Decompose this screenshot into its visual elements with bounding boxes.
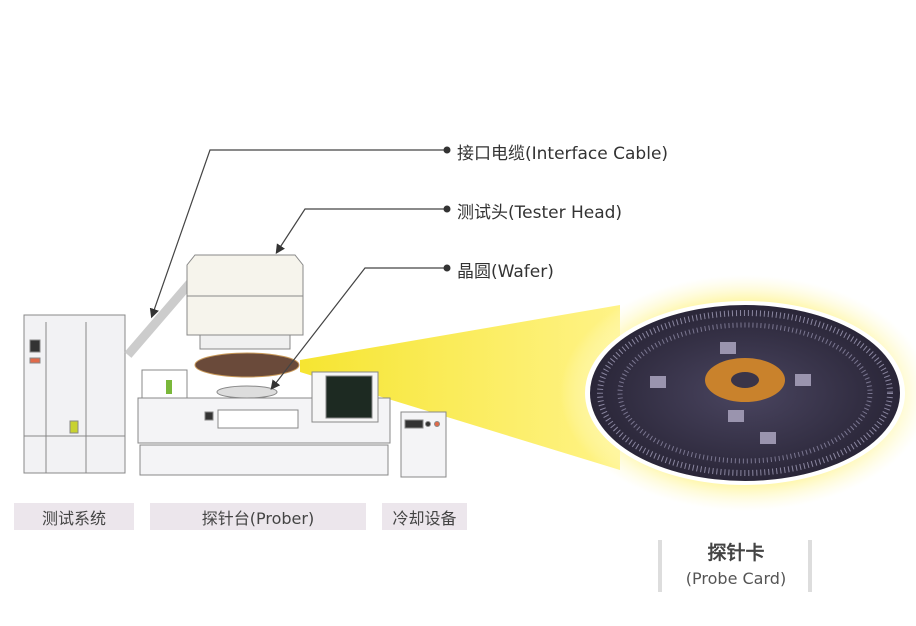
- callout-tester-head: 测试头(Tester Head): [457, 203, 623, 223]
- probe-card-label-bar-right: [808, 540, 812, 592]
- leader-wafer: [270, 267, 447, 390]
- callout-dot: [443, 205, 451, 213]
- probe-card-label-bar-left: [658, 540, 662, 592]
- callout-wafer: 晶圆(Wafer): [457, 262, 554, 282]
- probe-card-subtitle: (Probe Card): [685, 569, 787, 588]
- highlight-beam: [300, 305, 620, 470]
- interface-cable: [124, 280, 194, 358]
- leader-interface-cable: [149, 149, 447, 319]
- tester-head: [186, 254, 304, 350]
- callout-interface-cable: 接口电缆(Interface Cable): [457, 144, 669, 164]
- wafer-disc: [194, 352, 300, 378]
- probe-card-image: [585, 301, 905, 485]
- label-test-system: 测试系统: [14, 503, 134, 530]
- cooling-unit: [400, 411, 447, 478]
- callout-dot: [443, 264, 451, 272]
- test-system-cabinet: [23, 314, 126, 474]
- callout-dot: [443, 146, 451, 154]
- leader-tester-head: [275, 208, 447, 255]
- wafer-chuck: [216, 385, 278, 399]
- prober-machine: [137, 369, 391, 476]
- probe-card-title: 探针卡: [707, 542, 765, 564]
- label-cooling: 冷却设备: [382, 503, 467, 530]
- label-prober: 探针台(Prober): [150, 503, 366, 530]
